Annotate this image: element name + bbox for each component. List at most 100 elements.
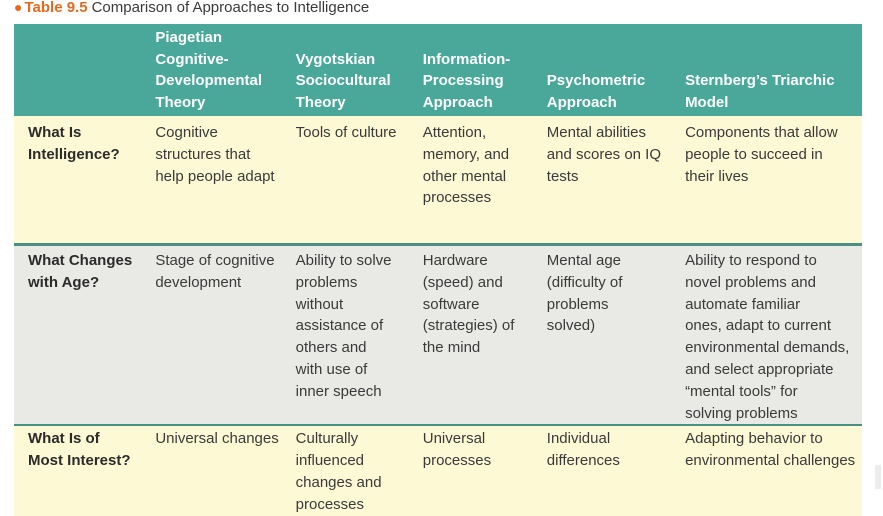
cell-text: Attention, memory, and other mental process…	[423, 122, 547, 209]
row-divider	[14, 243, 862, 246]
cell-text-line: Tools of culture	[295, 124, 397, 141]
cell-text-line: with use of	[295, 360, 368, 378]
cell-text-line: Culturally	[295, 430, 359, 448]
cell-text-line: Hardware	[422, 252, 488, 269]
table-number: Table 9.5	[24, 0, 88, 16]
cell-text-line: Model	[685, 93, 729, 111]
cell-text-line: (strategies) of	[422, 317, 515, 335]
cell-text-line: help people adapt	[155, 167, 275, 185]
table-cell: Tools of culture	[295, 116, 423, 243]
cell-text: Stage of cognitive development	[155, 250, 295, 294]
cell-text-line: processes	[422, 189, 492, 207]
cell-text-line: solving problems	[685, 404, 798, 422]
cell-text-line: What Changes	[28, 252, 133, 269]
cell-text-line: influenced	[295, 452, 365, 470]
cell-text-line: development	[155, 273, 242, 291]
cell-text-line: environmental demands,	[685, 339, 850, 357]
cell-text-line: Intelligence?	[28, 145, 120, 163]
cell-text-line: Vygotskian	[295, 50, 376, 68]
cell-text-line: Approach	[422, 93, 493, 111]
cell-text-line: Mental age	[546, 252, 621, 269]
cell-text-line: Piagetian	[155, 29, 223, 46]
cell-text-line: Information-	[422, 50, 511, 68]
row-header-cell: What Changes with Age?	[14, 246, 156, 425]
table-cell: Attention, memory, and other mental process…	[422, 116, 547, 243]
cell-text: What Changes with Age?	[28, 250, 155, 294]
table-title: Comparison of Approaches to Intelligence	[91, 0, 370, 16]
cell-text-line: with Age?	[28, 273, 100, 291]
cell-text: Adapting behavior to environmental challe…	[685, 428, 862, 472]
bullet-icon: ●	[14, 0, 23, 15]
cell-text-line: Attention,	[422, 124, 487, 141]
cell-text-line: novel problems and	[685, 273, 816, 291]
cell-text-line: (difficulty of	[546, 273, 623, 291]
cell-text-line: problems	[546, 295, 609, 313]
cell-text-line: Stage of cognitive	[155, 252, 275, 269]
cell-text-line: others and	[295, 339, 367, 357]
table-cell: Stage of cognitive development	[155, 246, 296, 425]
cell-text-line: What Is of	[28, 430, 100, 448]
cell-text-line: the mind	[422, 339, 481, 357]
cell-text-line: their lives	[685, 167, 749, 185]
cell-text: Universal changes	[155, 428, 295, 450]
cell-text-line: ones, adapt to current	[685, 317, 831, 335]
cell-text-line: Sternberg’s Triarchic	[685, 72, 835, 89]
table-cell: Universal changes	[155, 426, 296, 516]
cell-text-line: Most Interest?	[28, 452, 131, 470]
header-cell-corner	[14, 24, 156, 116]
cell-text-line: Psychometric	[546, 72, 646, 89]
cell-text-line: processes	[295, 495, 365, 513]
cell-text-line: Developmental	[155, 72, 263, 89]
cell-text-line: other mental	[422, 167, 507, 185]
page-edge-mark	[875, 465, 881, 489]
cell-text-line: inner speech	[295, 382, 382, 400]
cell-text-line: people to succeed in	[685, 145, 823, 163]
table-cell: Adapting behavior to environmental challe…	[685, 426, 862, 516]
cell-text-line: (speed) and	[422, 273, 503, 291]
cell-text-line: automate familiar	[685, 295, 801, 313]
cell-text-line: Mental abilities	[546, 124, 646, 141]
cell-text-line: problems	[295, 273, 358, 291]
cell-text-line: environmental challenges	[685, 452, 856, 470]
cell-text-line: assistance of	[295, 317, 384, 335]
cell-text-line: Cognitive	[155, 124, 218, 141]
cell-text-line: Cognitive-	[155, 50, 229, 68]
table-row: What Changes with Age? Stage of cognitive…	[14, 246, 862, 425]
cell-text-line: Theory	[295, 93, 346, 111]
cell-text-line: Universal	[422, 430, 486, 448]
cell-text-line: Universal changes	[155, 430, 279, 448]
cell-text-line: memory, and	[422, 145, 510, 163]
cell-text-line: Adapting behavior to	[685, 430, 823, 448]
cell-text-line: without	[295, 295, 344, 313]
row-divider	[14, 424, 862, 427]
